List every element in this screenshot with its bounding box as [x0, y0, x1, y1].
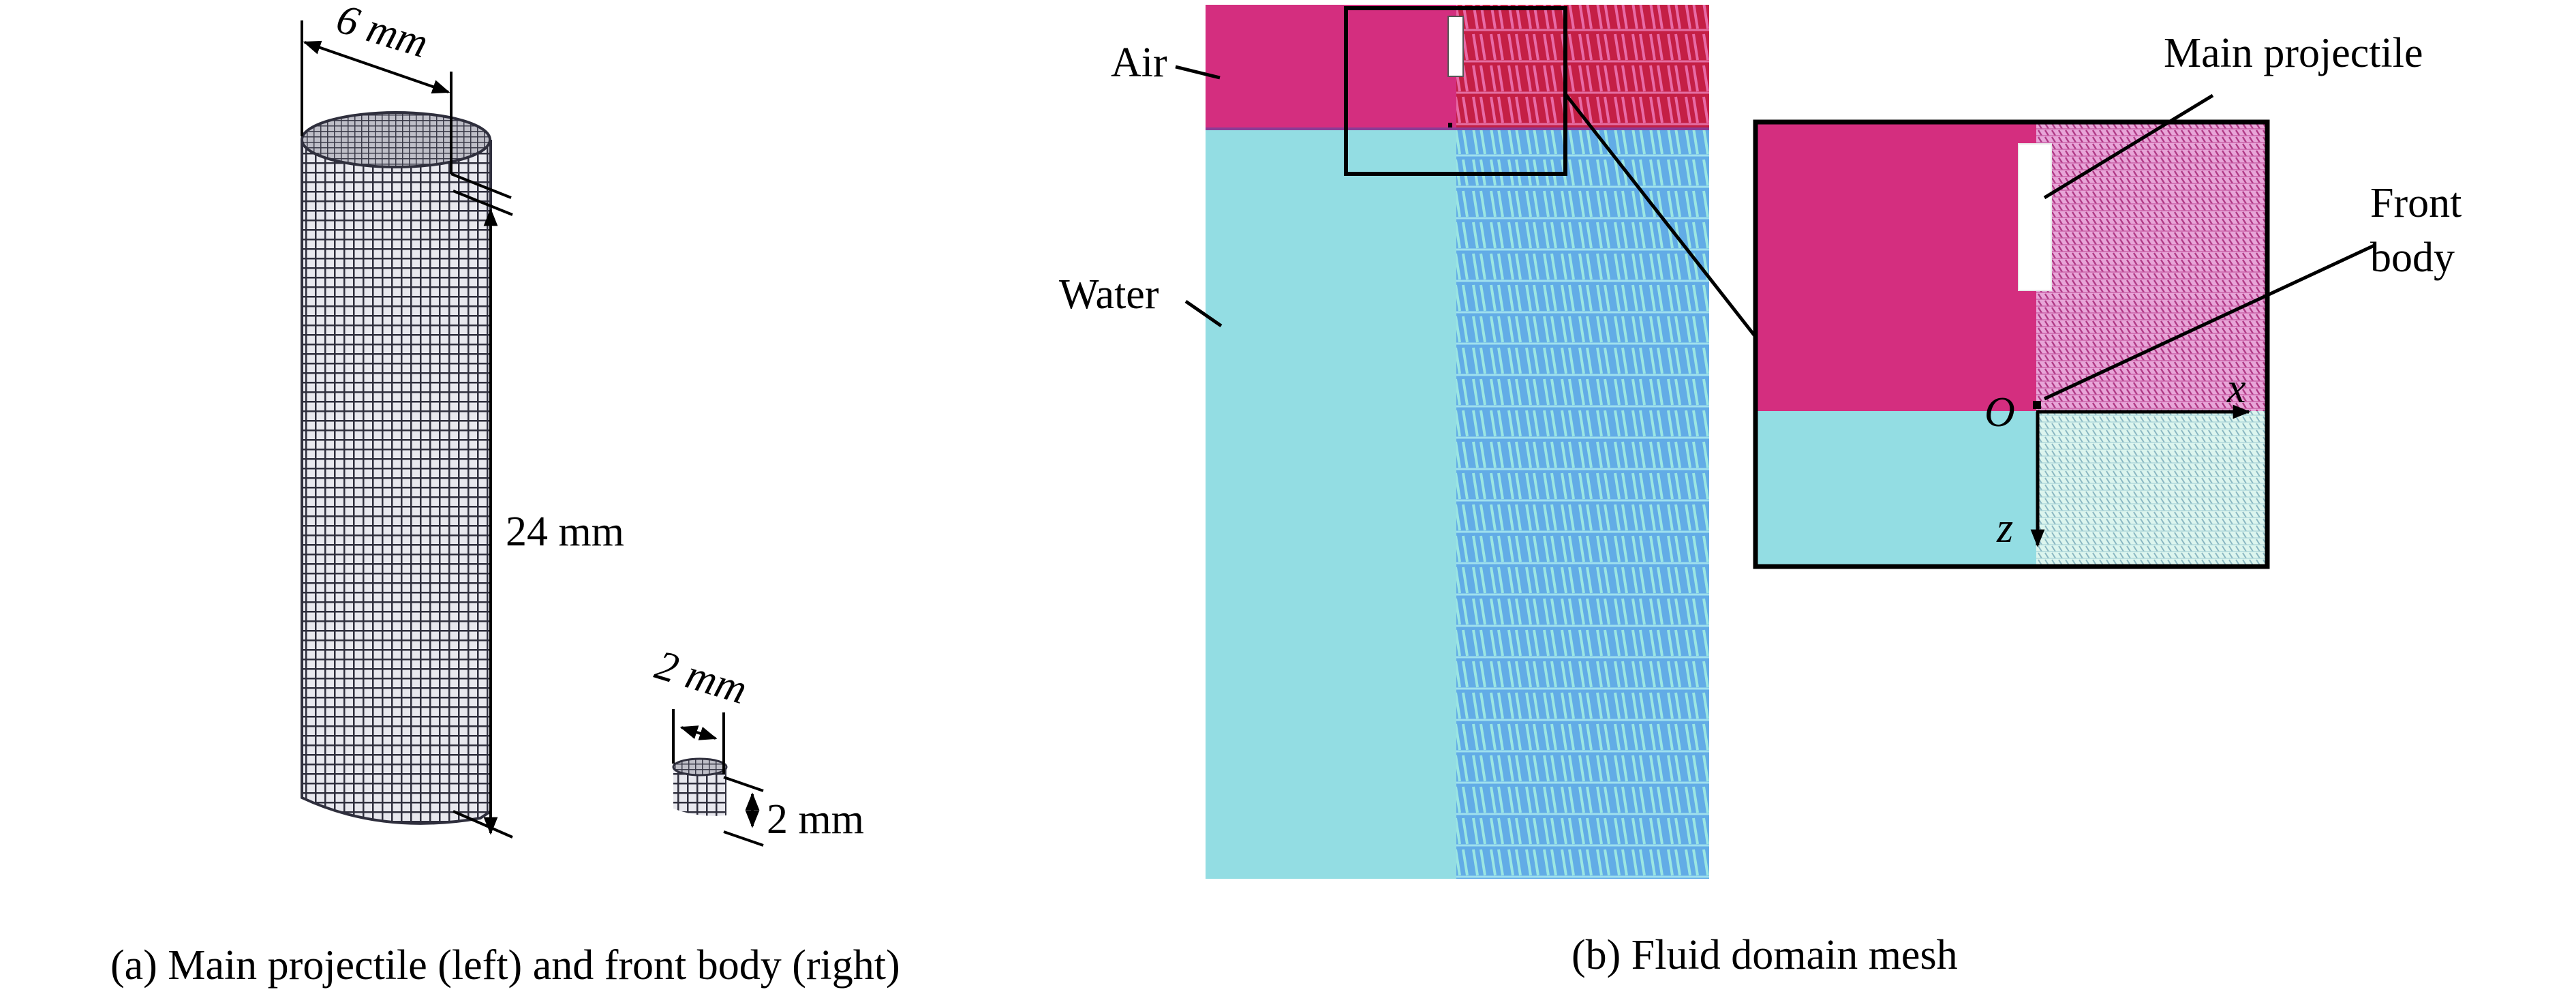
panel-b: Air Water O x z Main projectile Front bo… [1059, 5, 2462, 978]
air-leader-line [1175, 65, 1221, 80]
length-dimension-front: 2 mm [723, 776, 864, 847]
inset-projectile [2018, 143, 2052, 291]
inset-zoom: O x z [1753, 119, 2270, 569]
front-body-mesh [672, 757, 728, 816]
fluid-domain [1206, 5, 1757, 879]
length-dimension-main: 24 mm [453, 190, 624, 839]
caption-b: (b) Fluid domain mesh [1571, 932, 1958, 978]
front-body-label-line2: body [2370, 235, 2455, 281]
water-region [1206, 129, 1456, 879]
main-projectile-label: Main projectile [2164, 30, 2423, 76]
projectile-in-domain [1447, 16, 1464, 77]
z-axis-label: z [1996, 505, 2013, 552]
diameter-label-front: 2 mm [650, 642, 752, 713]
zoom-connector-line [1564, 93, 1757, 338]
length-label-front: 2 mm [767, 796, 864, 843]
inset-air [1755, 122, 2036, 411]
zoom-region-box [1344, 6, 1567, 176]
air-region [1206, 5, 1456, 129]
water-mesh-region [1456, 129, 1709, 879]
inset-border [1753, 119, 2270, 569]
inset-water [1755, 411, 2036, 567]
panel-a: 6 mm 24 mm 2 mm 2 mm (a) Main p [110, 0, 900, 989]
origin-label: O [1984, 389, 2015, 436]
inset-front-body [2033, 401, 2041, 409]
water-label: Water [1059, 271, 1159, 318]
front-body-in-domain [1448, 123, 1452, 127]
main-projectile-leader [2043, 93, 2214, 200]
caption-a: (a) Main projectile (left) and front bod… [110, 942, 900, 989]
inset-air-mesh [2036, 122, 2267, 411]
diameter-dimension-front: 2 mm [650, 642, 752, 774]
water-leader-line [1184, 299, 1223, 328]
length-label-main: 24 mm [506, 509, 624, 555]
main-projectile-mesh [301, 111, 492, 825]
front-body-leader [2043, 243, 2376, 401]
air-label: Air [1111, 40, 1167, 86]
front-body-label-line1: Front [2370, 180, 2462, 226]
air-mesh-region [1456, 5, 1709, 129]
x-axis-label: x [2226, 365, 2246, 412]
inset-water-mesh [2036, 411, 2267, 567]
